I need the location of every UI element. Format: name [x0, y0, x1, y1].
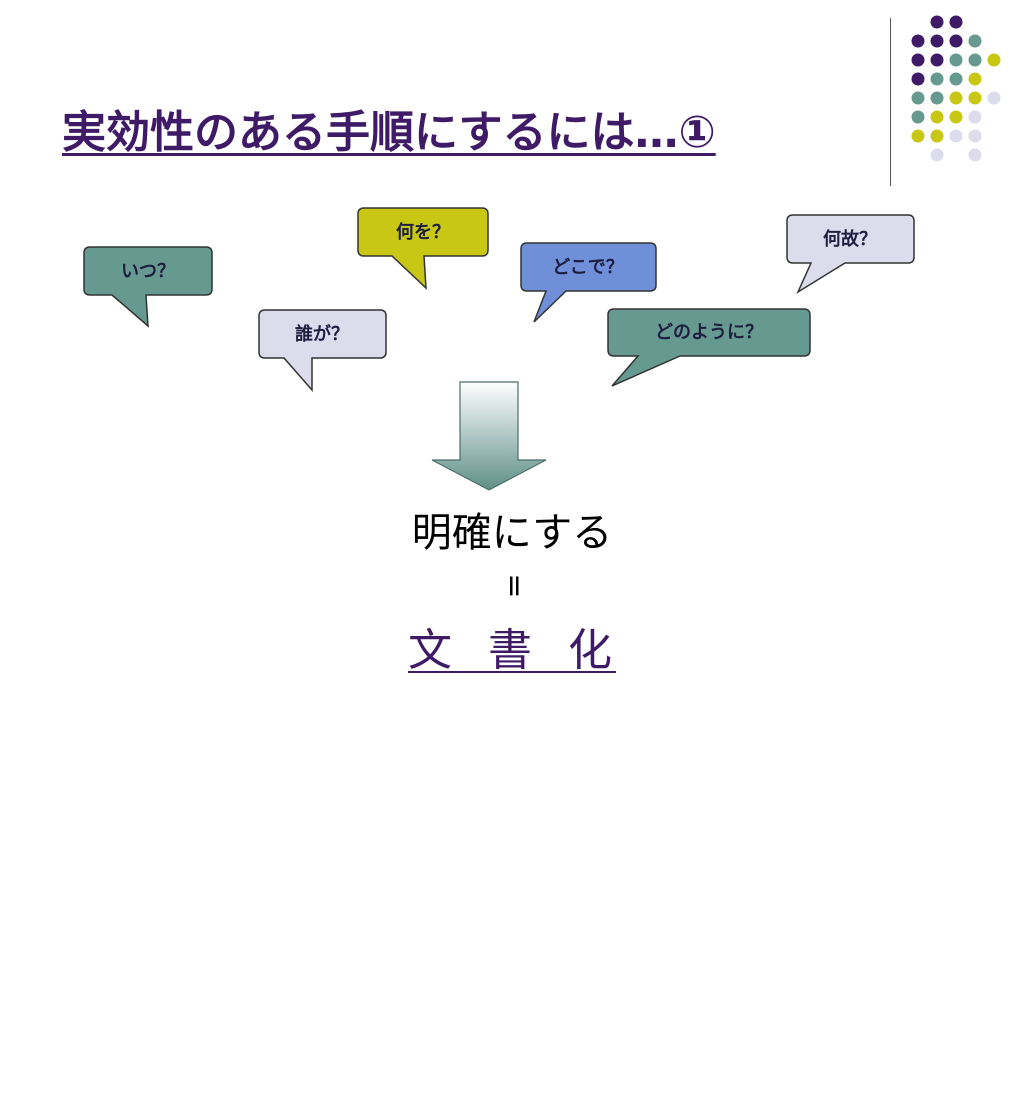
decorative-dot	[949, 72, 963, 86]
decorative-dot	[987, 91, 1001, 105]
decorative-dot	[930, 53, 944, 67]
decorative-dot	[949, 15, 963, 29]
decorative-dot	[968, 148, 982, 162]
decorative-dot	[911, 53, 925, 67]
callout-naze: 何故？	[786, 214, 915, 294]
decorative-dot	[930, 91, 944, 105]
down-arrow-icon	[431, 381, 547, 491]
callout-naze-text: 何故？	[823, 228, 877, 250]
decorative-dot	[911, 129, 925, 143]
decorative-dot	[930, 129, 944, 143]
decorative-dot	[968, 129, 982, 143]
callout-layer: いつ？ 何を？ どこで？ 何故？ 誰が？ どのように？	[83, 207, 915, 491]
decorative-dot	[949, 53, 963, 67]
callout-itsu-text: いつ？	[121, 261, 175, 282]
equals-sign: =	[497, 573, 532, 599]
decorative-dot	[949, 129, 963, 143]
callout-nani: 何を？	[357, 207, 489, 290]
decorative-dot	[949, 110, 963, 124]
decorative-dot	[930, 148, 944, 162]
conclusion-label: 文 書 化	[408, 625, 616, 676]
divider-line	[890, 18, 891, 186]
decorative-dot	[949, 34, 963, 48]
decorative-dot	[949, 91, 963, 105]
callout-itsu: いつ？	[83, 246, 213, 328]
callout-nani-text: 何を？	[396, 221, 450, 243]
callout-doko-text: どこで？	[552, 257, 623, 278]
decorative-dot	[968, 34, 982, 48]
decorative-dot-grid	[911, 15, 1001, 162]
conclusion-text: 文 書 化	[0, 614, 1024, 678]
callout-donoyouni: どのように？	[607, 308, 811, 387]
decorative-dot	[930, 15, 944, 29]
decorative-dot	[968, 72, 982, 86]
decorative-dot	[911, 72, 925, 86]
callout-dare-text: 誰が？	[295, 323, 349, 345]
result-text: 明確にする	[411, 510, 613, 556]
decorative-dot	[911, 91, 925, 105]
decorative-dot	[911, 110, 925, 124]
decorative-dot	[930, 72, 944, 86]
callout-dare: 誰が？	[258, 309, 387, 392]
decorative-dot	[930, 34, 944, 48]
callout-doko: どこで？	[520, 242, 657, 323]
slide-title: 実効性のある手順にするには…①	[62, 107, 716, 158]
decorative-dot	[987, 53, 1001, 67]
decorative-dot	[968, 53, 982, 67]
callout-donoyouni-text: どのように？	[655, 322, 763, 343]
decorative-dot	[968, 91, 982, 105]
decorative-dot	[968, 110, 982, 124]
decorative-dot	[911, 34, 925, 48]
decorative-dot	[930, 110, 944, 124]
